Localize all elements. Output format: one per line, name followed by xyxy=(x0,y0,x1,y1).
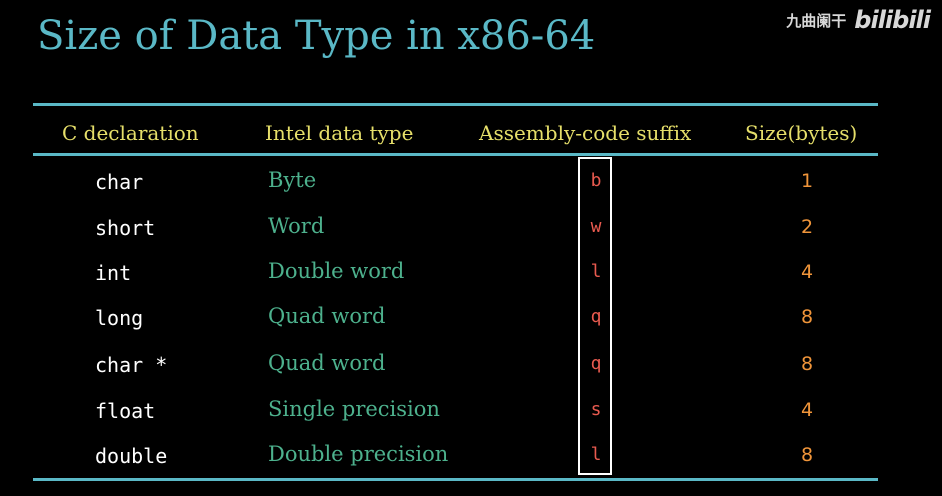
suffix-cell: s xyxy=(590,399,602,420)
bilibili-logo: bilibili xyxy=(854,6,931,34)
suffix-cell: w xyxy=(590,216,602,237)
size-cell: 1 xyxy=(800,170,814,192)
c-declaration-cell: char * xyxy=(95,353,168,377)
c-declaration-cell: short xyxy=(95,216,156,240)
intel-type-cell: Byte xyxy=(268,168,317,192)
table-row: short Word w 2 xyxy=(0,206,942,252)
size-cell: 4 xyxy=(800,399,814,421)
intel-type-cell: Double precision xyxy=(268,442,449,466)
c-declaration-cell: char xyxy=(95,170,144,194)
table-row: char * Quad word q 8 xyxy=(0,343,942,389)
intel-type-cell: Single precision xyxy=(268,397,440,421)
size-cell: 4 xyxy=(800,261,814,283)
size-cell: 8 xyxy=(800,306,814,328)
header-size-bytes: Size(bytes) xyxy=(745,121,858,145)
suffix-highlight-box xyxy=(578,157,612,475)
size-cell: 8 xyxy=(800,444,814,466)
watermark: 九曲阑干 bilibili xyxy=(786,6,931,34)
intel-type-cell: Quad word xyxy=(268,351,386,375)
intel-type-cell: Word xyxy=(268,214,325,238)
header-assembly-suffix: Assembly-code suffix xyxy=(479,121,692,145)
intel-type-cell: Quad word xyxy=(268,304,386,328)
table-row: double Double precision l 8 xyxy=(0,434,942,480)
watermark-author: 九曲阑干 xyxy=(786,11,847,30)
c-declaration-cell: float xyxy=(95,399,156,423)
header-rule xyxy=(33,153,878,156)
table-row: long Quad word q 8 xyxy=(0,296,942,342)
c-declaration-cell: double xyxy=(95,444,168,468)
suffix-cell: l xyxy=(590,444,602,465)
table-row: float Single precision s 4 xyxy=(0,389,942,435)
size-cell: 2 xyxy=(800,216,814,238)
header-c-declaration: C declaration xyxy=(62,121,199,145)
c-declaration-cell: long xyxy=(95,306,144,330)
suffix-cell: l xyxy=(590,261,602,282)
slide-title: Size of Data Type in x86-64 xyxy=(37,13,596,59)
suffix-cell: q xyxy=(590,306,602,327)
table-row: int Double word l 4 xyxy=(0,251,942,297)
table-bottom-rule xyxy=(33,478,878,481)
suffix-cell: b xyxy=(590,170,602,191)
table-row: char Byte b 1 xyxy=(0,160,942,206)
c-declaration-cell: int xyxy=(95,261,132,285)
suffix-cell: q xyxy=(590,353,602,374)
header-intel-data-type: Intel data type xyxy=(265,121,414,145)
size-cell: 8 xyxy=(800,353,814,375)
table-top-rule xyxy=(33,103,878,106)
intel-type-cell: Double word xyxy=(268,259,405,283)
